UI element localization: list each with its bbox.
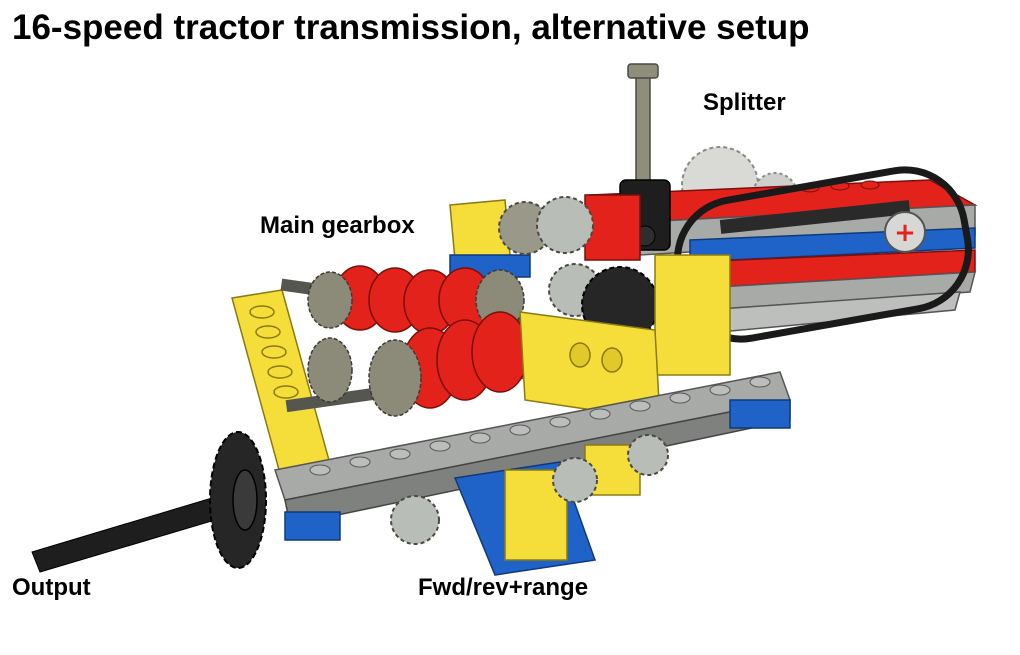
splitter-assembly: + [587, 63, 978, 343]
diagram-title: 16-speed tractor transmission, alternati… [12, 8, 810, 47]
main-gearbox-upper [449, 194, 731, 376]
fwd-rev-gear-2 [627, 434, 669, 476]
label-output: Output [12, 574, 91, 601]
label-fwd-rev-range: Fwd/rev+range [418, 574, 589, 601]
splitter-axle-cross-icon: + [894, 218, 916, 248]
output-assembly [31, 431, 267, 573]
base-blue-brick-right [729, 399, 791, 429]
red-clutch-upper [333, 265, 492, 335]
output-axle [31, 494, 233, 573]
splitter-lever-knob [627, 63, 659, 79]
main-gearbox-body [231, 265, 791, 541]
base-plate-studs [309, 376, 771, 476]
output-wheel-hub [232, 469, 258, 531]
front-beam-hole-2 [601, 347, 623, 373]
main-gearbox-gear-back-2 [536, 196, 594, 254]
tan-gears-lower [307, 337, 422, 417]
main-gearbox-upper-red [584, 194, 641, 261]
front-beam-hole-1 [569, 342, 591, 368]
splitter-axle [719, 200, 911, 234]
label-splitter: Splitter [703, 89, 786, 116]
fwd-rev-range-assembly [390, 434, 669, 576]
label-main-gearbox: Main gearbox [260, 212, 415, 239]
left-beam-holes [249, 305, 299, 399]
base-blue-brick-left [284, 511, 341, 541]
splitter-axle-end [884, 211, 926, 253]
fwd-rev-gear-1 [390, 495, 440, 545]
main-gearbox-yellow-post [654, 254, 731, 376]
splitter-shift-lever [635, 71, 651, 185]
fwd-rev-gear-3 [552, 457, 598, 503]
